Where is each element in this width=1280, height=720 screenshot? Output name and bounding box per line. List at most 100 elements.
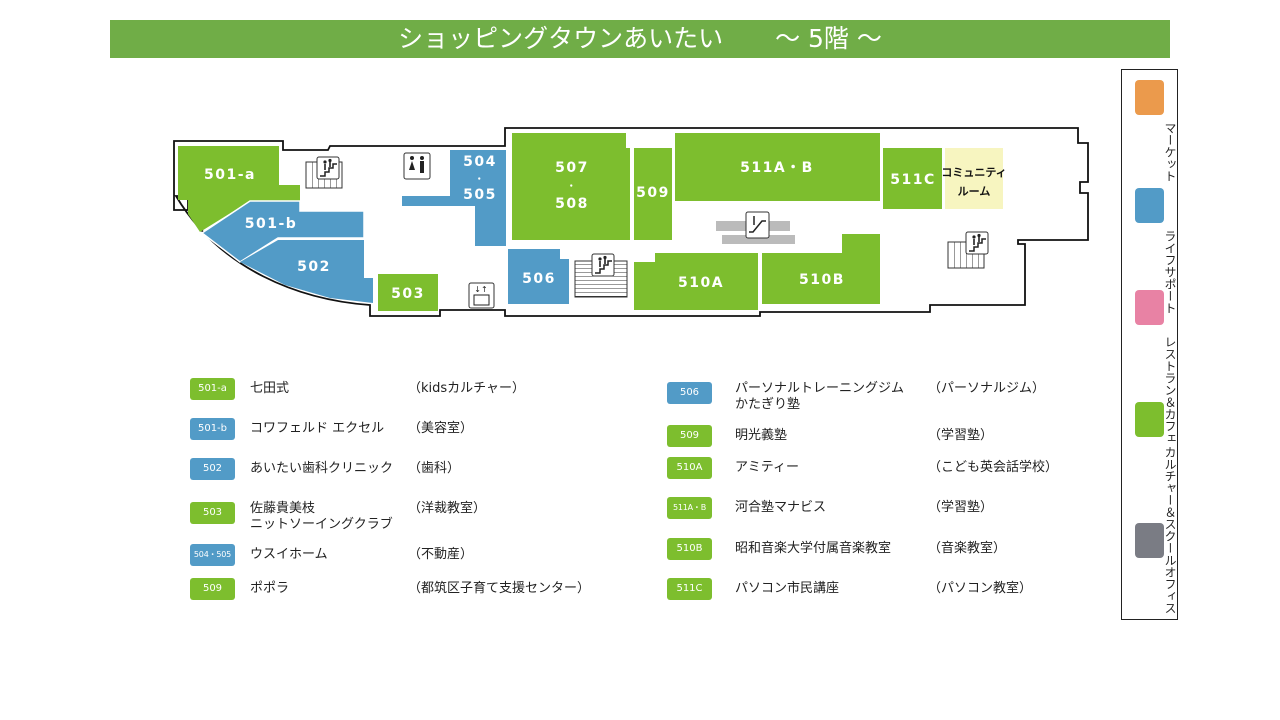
room-label-dot2: ・: [567, 182, 578, 192]
tenant-category: （音楽教室）: [928, 541, 1007, 556]
tenant-name: 佐藤貴美枝ニットソーイングクラブ: [250, 501, 393, 533]
legend-label-restaurant: レストラン＆カフェ: [1163, 336, 1177, 444]
room-badge: 510B: [667, 538, 712, 560]
tenant-name-line: 佐藤貴美枝: [250, 501, 316, 516]
room-label-505: 505: [463, 187, 497, 203]
room-511a-b[interactable]: [675, 133, 880, 201]
tenant-name-line: パソコン市民講座: [735, 581, 840, 596]
room-badge: 501-b: [190, 418, 235, 440]
page-title: ショッピングタウンあいたい: [398, 24, 724, 53]
legend: マーケット ライフサポート レストラン＆カフェ カルチャー＆スクール オフィス: [1121, 69, 1178, 620]
room-label-504: 504: [463, 154, 497, 170]
legend-swatch-culture: [1135, 402, 1164, 437]
room-509[interactable]: [634, 148, 672, 240]
room-label-community-2: ルーム: [958, 185, 991, 198]
tenant-name: パーソナルトレーニングジムかたぎり塾: [735, 381, 904, 413]
room-502[interactable]: [240, 240, 373, 303]
legend-swatch-restaurant: [1135, 290, 1164, 325]
room-503[interactable]: [378, 274, 438, 311]
tenant-category: （歯科）: [408, 461, 461, 476]
tenant-name: アミティー: [735, 460, 799, 476]
tenant-name-line-2: ニットソーイングクラブ: [250, 517, 393, 532]
stairs-icon: [947, 231, 989, 269]
room-label-community: コミュニティ: [941, 166, 1006, 179]
room-504-505[interactable]: [402, 150, 506, 246]
tenant-name-line: 明光義塾: [735, 428, 788, 443]
room-510b[interactable]: [762, 234, 880, 304]
tenant-name: 明光義塾: [735, 428, 787, 444]
tenant-name: 七田式: [250, 381, 289, 397]
tenant-name-line: 河合塾マナビス: [735, 500, 827, 515]
tenant-name-line: ウスイホーム: [250, 547, 328, 562]
tenant-name-line: あいたい歯科クリニック: [250, 461, 394, 476]
room-badge: 504・505: [190, 544, 235, 566]
room-label-510a: 510A: [678, 275, 724, 291]
tenant-name-line: 昭和音楽大学付属音楽教室: [735, 541, 892, 556]
tenant-name: パソコン市民講座: [735, 581, 839, 597]
tenant-name: 河合塾マナビス: [735, 500, 826, 516]
restroom-icon: [403, 152, 431, 180]
room-badge: 511A・B: [667, 497, 712, 519]
legend-label-culture: カルチャー＆スクール: [1163, 446, 1177, 566]
room-507-508[interactable]: [512, 133, 630, 240]
room-label-503: 503: [391, 286, 425, 302]
room-501-a[interactable]: [178, 146, 300, 232]
room-label-506: 506: [522, 271, 556, 287]
tenant-name: コワフェルド エクセル: [250, 421, 384, 437]
tenant-name: ポポラ: [250, 581, 289, 597]
legend-label-market: マーケット: [1163, 122, 1177, 182]
room-label-511ab: 511A・B: [740, 160, 814, 176]
room-label-510b: 510B: [799, 272, 845, 288]
room-511c[interactable]: [883, 148, 942, 209]
floor-label: 〜 5階 〜: [775, 24, 882, 53]
room-label-502: 502: [297, 259, 331, 275]
tenant-name-line: ポポラ: [250, 581, 290, 596]
stairs-icon: [574, 253, 628, 298]
legend-label-life-support: ライフサポート: [1163, 230, 1177, 314]
tenant-category: （美容室）: [408, 421, 474, 436]
room-label-508: 508: [555, 196, 589, 212]
elevator-icon: ↓↑: [468, 282, 495, 309]
legend-swatch-office: [1135, 523, 1164, 558]
legend-swatch-market: [1135, 80, 1164, 115]
room-510a[interactable]: [634, 253, 758, 310]
room-501-b[interactable]: [200, 200, 365, 263]
tenant-name: 昭和音楽大学付属音楽教室: [735, 541, 891, 557]
room-badge: 506: [667, 382, 712, 404]
legend-swatch-life-support: [1135, 188, 1164, 223]
tenant-name: あいたい歯科クリニック: [250, 461, 393, 477]
tenant-category: （学習塾）: [928, 428, 994, 443]
tenant-category: （kidsカルチャー）: [408, 381, 526, 396]
tenant-name-line: コワフェルド エクセル: [250, 421, 385, 436]
tenant-category: （こども英会話学校）: [928, 460, 1059, 475]
room-label-501a: 501-a: [204, 167, 256, 183]
tenant-name-line: パーソナルトレーニングジム: [735, 381, 905, 396]
tenant-category: （不動産）: [408, 547, 474, 562]
tenant-name-line: アミティー: [735, 460, 799, 475]
room-badge: 503: [190, 502, 235, 524]
svg-text:↓↑: ↓↑: [474, 285, 487, 294]
stairs-icon: [305, 156, 343, 189]
legend-label-office: オフィス: [1163, 566, 1177, 614]
room-506[interactable]: [508, 249, 569, 304]
tenant-category: （都筑区子育て支援センター）: [408, 581, 591, 596]
tenant-category: （学習塾）: [928, 500, 994, 515]
escalator-icon: [716, 211, 795, 244]
tenant-name: ウスイホーム: [250, 547, 328, 563]
room-label-509: 509: [636, 185, 670, 201]
room-badge: 501-a: [190, 378, 235, 400]
title-bar: ショッピングタウンあいたい 〜 5階 〜: [110, 20, 1170, 58]
tenant-category: （洋裁教室）: [408, 501, 487, 516]
room-label-507: 507: [555, 160, 589, 176]
room-badge: 510A: [667, 457, 712, 479]
room-label-dot: ・: [475, 175, 486, 185]
room-community[interactable]: [945, 148, 1003, 209]
room-badge: 511C: [667, 578, 712, 600]
room-label-501b: 501-b: [245, 216, 298, 232]
tenant-name-line-2: かたぎり塾: [735, 397, 801, 412]
tenant-name-line: 七田式: [250, 381, 290, 396]
room-label-511c: 511C: [890, 172, 936, 188]
tenant-category: （パーソナルジム）: [928, 381, 1046, 396]
room-badge: 509: [667, 425, 712, 447]
room-badge: 509: [190, 578, 235, 600]
